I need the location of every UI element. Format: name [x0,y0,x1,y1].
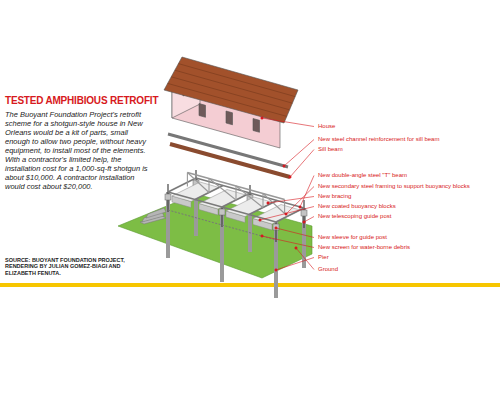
source-note: SOURCE: BUOYANT FOUNDATION PROJECT, REND… [5,257,145,276]
leader-line [284,140,314,167]
leader-dot [267,202,269,204]
callout-label: New bracing [318,193,351,200]
roof [164,57,298,123]
callout-label: Pier [318,254,329,261]
frame-beam [196,178,304,208]
leader-dot [283,165,285,167]
leader-line [300,176,314,208]
callout-label: New telescoping guide post [318,213,391,220]
leader-dot [285,213,287,215]
callout-label: Sill beam [318,146,343,153]
window [253,119,260,133]
truss-post [284,200,285,214]
buoyancy-blocks [172,182,300,230]
tile-line [178,64,295,97]
window [226,111,233,125]
sleeve [273,224,279,230]
rule-bar [0,283,500,287]
truss-post [262,194,263,208]
bracing [263,194,285,214]
window [199,104,206,118]
callout-label: New screen for water-borne debris [318,244,410,251]
leader-dot [261,235,263,237]
sleeve [219,209,225,215]
sleeve [301,210,307,216]
bracing [187,173,209,193]
callout-label: Ground [318,266,338,273]
diagram-title: TESTED AMPHIBIOUS RETROFIT [5,95,158,106]
tile-line [175,70,293,103]
leader-line [268,197,314,204]
cross-beam [168,178,196,192]
truss-post [187,173,188,187]
piers [168,178,304,298]
stairs [140,208,166,224]
leader-line [304,217,314,223]
leader-dot [295,247,297,249]
sill-beam [170,144,290,177]
leader-dot [303,221,305,223]
leader-line [296,248,314,270]
leader-dot [289,176,291,178]
leader-line [276,258,314,271]
leader-dot [275,227,277,229]
tile-line [171,77,289,110]
roof-tiles [168,64,296,117]
callout-label: House [318,123,335,130]
leader-line [290,150,314,178]
guide-posts [168,170,304,242]
leader-dot [275,269,277,271]
sleeves [165,180,307,230]
sleeve [165,194,171,200]
callout-label: New coated buoyancy blocks [318,203,396,210]
leader-line [262,236,314,248]
tile-line [168,83,287,116]
callout-label: New secondary steel framing to support b… [318,183,470,190]
bracing [209,179,236,201]
truss-post [235,186,236,200]
bracing [236,186,263,208]
house [164,57,298,148]
leader-lines [259,117,314,271]
leader-line [276,228,314,238]
callout-label: New double-angle steel "T" beam [318,172,407,179]
leader-dot [261,117,263,119]
stair-step [146,208,166,218]
callout-label: New sleeve for guide post [318,234,387,241]
callout-label: New steel channel reinforcement for sill… [318,136,439,143]
leader-line [260,207,314,221]
leader-dot [259,219,261,221]
truss-post [208,179,209,193]
leader-dot [299,206,301,208]
truss [187,173,284,214]
leader-line [262,118,314,127]
caption-text: The Buoyant Foundation Project's retrofi… [5,110,155,191]
debris-screen [168,210,276,240]
